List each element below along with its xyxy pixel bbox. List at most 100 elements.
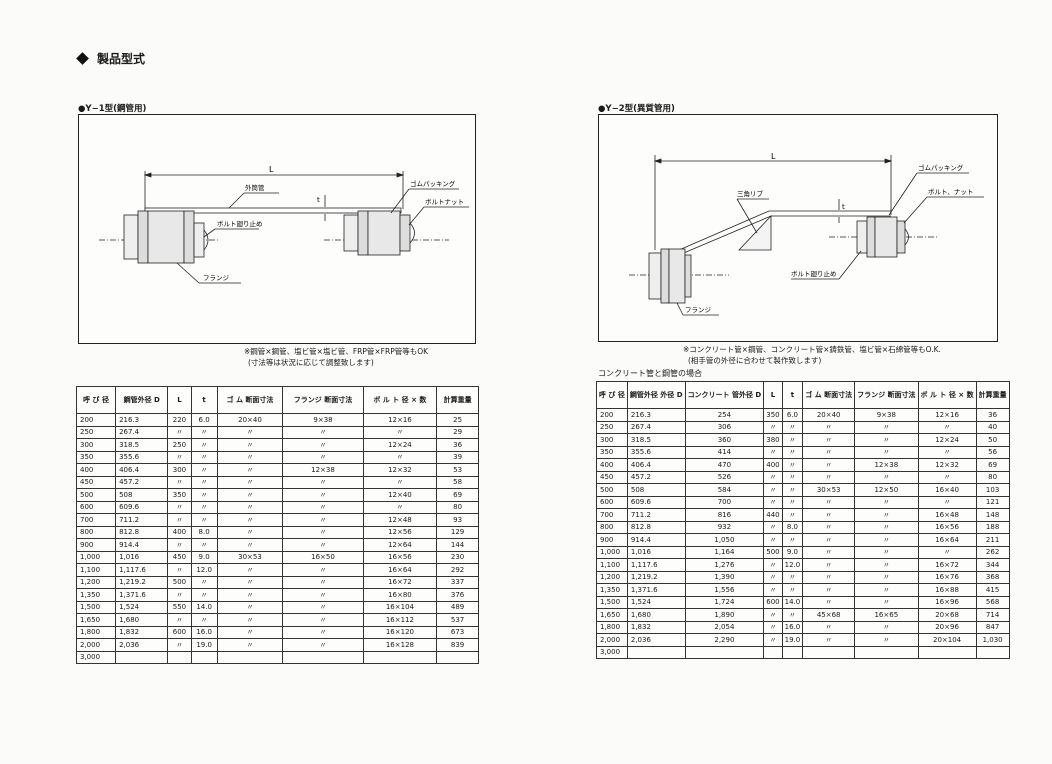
table-cell: 〃 xyxy=(167,638,192,652)
table-cell: 1,371.6 xyxy=(115,588,169,602)
table-cell: 〃 xyxy=(802,570,856,584)
table-cell: 306 xyxy=(684,420,765,434)
table-cell: 〃 xyxy=(190,438,218,452)
table-cell: 1,016 xyxy=(626,545,686,559)
table-cell: 20×104 xyxy=(917,633,977,647)
table-cell: 〃 xyxy=(781,433,804,447)
table-cell: 〃 xyxy=(781,583,804,597)
table-cell: 1,680 xyxy=(115,613,169,627)
table-cell xyxy=(917,645,977,659)
table-cell: 9×38 xyxy=(282,413,364,427)
table-cell: 16×104 xyxy=(362,600,438,614)
table-cell: 230 xyxy=(436,550,479,564)
table-cell: 〃 xyxy=(802,558,856,572)
table-cell: 500 xyxy=(596,483,628,497)
table-cell: 〃 xyxy=(216,488,284,502)
table-cell: 〃 xyxy=(802,533,856,547)
table-cell: 〃 xyxy=(781,533,804,547)
y1-diagram: L t 外筒管 ゴムパッキング ボルトナット ボルト廻り止め フランジ xyxy=(99,165,469,284)
table-cell: 〃 xyxy=(216,425,284,439)
table-cell: 12×40 xyxy=(362,488,438,502)
table-cell: 711.2 xyxy=(115,513,169,527)
table-cell: 16×120 xyxy=(362,625,438,639)
table-cell: 16×88 xyxy=(917,583,977,597)
table-cell: 〃 xyxy=(190,500,218,514)
table-cell: 1,050 xyxy=(684,533,765,547)
table-cell: 〃 xyxy=(854,420,919,434)
table-cell: 12×50 xyxy=(854,483,919,497)
table-cell: 700 xyxy=(684,495,765,509)
table-cell: 69 xyxy=(436,488,479,502)
column-header: 計算重量 xyxy=(436,386,479,414)
column-header: ボ ル ト 径 × 数 xyxy=(362,386,438,414)
column-header: フランジ 断面寸法 xyxy=(282,386,364,414)
table-cell: 1,016 xyxy=(115,550,169,564)
table-cell xyxy=(167,650,192,664)
table-cell: 406.4 xyxy=(115,463,169,477)
table-cell: 250 xyxy=(167,438,192,452)
table-cell: 〃 xyxy=(282,450,364,464)
table-cell: 〃 xyxy=(802,620,856,634)
table-cell: 〃 xyxy=(802,520,856,534)
table-cell xyxy=(802,645,856,659)
table-cell xyxy=(362,650,438,664)
table-cell: 56 xyxy=(975,445,1010,459)
table-cell: 16×72 xyxy=(362,575,438,589)
table-cell: 〃 xyxy=(854,620,919,634)
table-cell: 〃 xyxy=(854,495,919,509)
table-cell: 6.0 xyxy=(190,413,218,427)
table-cell: 〃 xyxy=(167,450,192,464)
table-cell: 318.5 xyxy=(115,438,169,452)
table-cell: 812.8 xyxy=(115,525,169,539)
table-cell: 1,164 xyxy=(684,545,765,559)
table-cell: 〃 xyxy=(282,625,364,639)
table-cell: 800 xyxy=(75,525,117,539)
table-cell: 350 xyxy=(763,408,783,422)
table-cell: 711.2 xyxy=(626,508,686,522)
table-cell: 16×128 xyxy=(362,638,438,652)
table-cell: 〃 xyxy=(190,450,218,464)
table-cell: 600 xyxy=(167,625,192,639)
table-cell: 12×32 xyxy=(362,463,438,477)
table-cell: 914.4 xyxy=(626,533,686,547)
table-cell: 〃 xyxy=(362,500,438,514)
table-cell: 〃 xyxy=(763,583,783,597)
table-cell: 900 xyxy=(596,533,628,547)
table-cell: 〃 xyxy=(216,600,284,614)
table-cell: 〃 xyxy=(763,483,783,497)
table-cell: 〃 xyxy=(216,538,284,552)
y2-label-t: t xyxy=(842,203,845,211)
column-header: 鋼管外径 外径 D xyxy=(626,381,686,409)
table-cell: 〃 xyxy=(802,433,856,447)
table-cell: 600 xyxy=(75,500,117,514)
table-cell: 415 xyxy=(975,583,1010,597)
table-row: 3,000 xyxy=(75,650,479,664)
table-cell: 500 xyxy=(167,575,192,589)
table-cell: 〃 xyxy=(190,463,218,477)
table-cell: 1,219.2 xyxy=(626,570,686,584)
table-cell: 103 xyxy=(975,483,1010,497)
table-cell: 〃 xyxy=(362,475,438,489)
table-cell: 450 xyxy=(596,470,628,484)
table-cell: 69 xyxy=(975,458,1010,472)
table-cell: 53 xyxy=(436,463,479,477)
column-header: t xyxy=(781,381,804,409)
table-cell: 〃 xyxy=(763,495,783,509)
table-cell: 8.0 xyxy=(781,520,804,534)
table-cell: 121 xyxy=(975,495,1010,509)
column-header: t xyxy=(190,386,218,414)
table-cell: 〃 xyxy=(362,425,438,439)
